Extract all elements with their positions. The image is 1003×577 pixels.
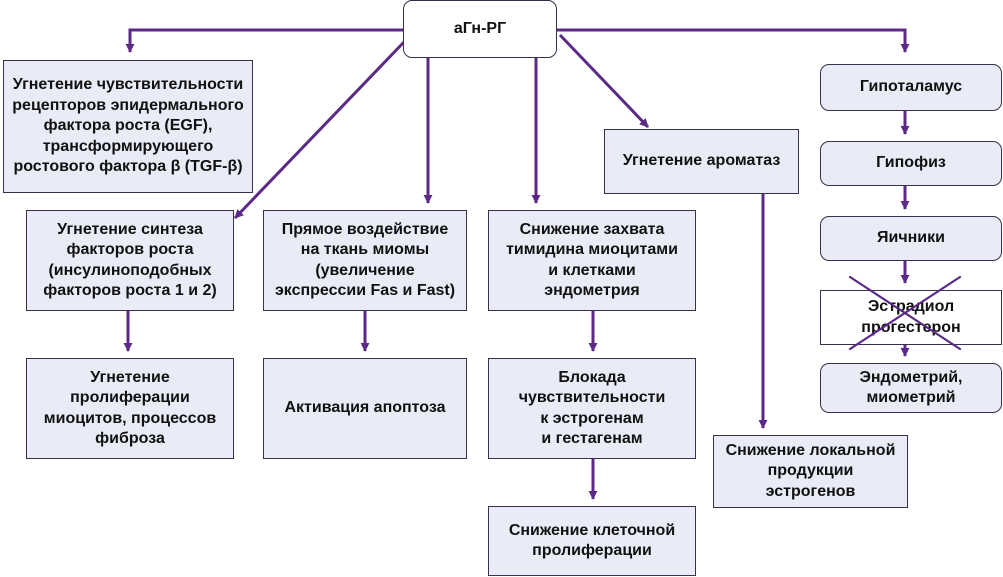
node-hypothalamus: Гипоталамус [820, 64, 1002, 111]
arrow-root-to-aromatase [558, 33, 650, 129]
node-ovaries: Яичники [820, 216, 1002, 261]
cross-mark-icon [848, 275, 962, 351]
node-receptor-block: Блокада чувствительности к эстрогенам и … [488, 358, 696, 459]
node-endometrium: Эндометрий, миометрий [820, 363, 1002, 413]
node-aromatase: Угнетение ароматаз [604, 129, 799, 194]
node-proliferation-myocytes: Угнетение пролиферации миоцитов, процесс… [26, 358, 234, 459]
arrow-root-to-hypothalamus [557, 28, 910, 53]
node-direct-effect: Прямое воздействие на ткань миомы (увели… [263, 210, 467, 311]
node-pituitary: Гипофиз [820, 141, 1002, 186]
arrow-root-to-growth-factors [233, 40, 406, 220]
node-apoptosis: Активация апоптоза [263, 358, 467, 459]
node-cell-proliferation: Снижение клеточной пролиферации [488, 506, 696, 576]
node-local-estrogen: Снижение локальной продукции эстрогенов [713, 435, 908, 508]
node-thymidine: Снижение захвата тимидина миоцитами и кл… [488, 210, 696, 311]
node-root: аГн-РГ [403, 0, 557, 58]
node-growth-factors: Угнетение синтеза факторов роста (инсули… [26, 210, 234, 311]
arrow-root-to-egf [125, 28, 403, 53]
node-egf: Угнетение чувствительности рецепторов эп… [3, 60, 253, 193]
